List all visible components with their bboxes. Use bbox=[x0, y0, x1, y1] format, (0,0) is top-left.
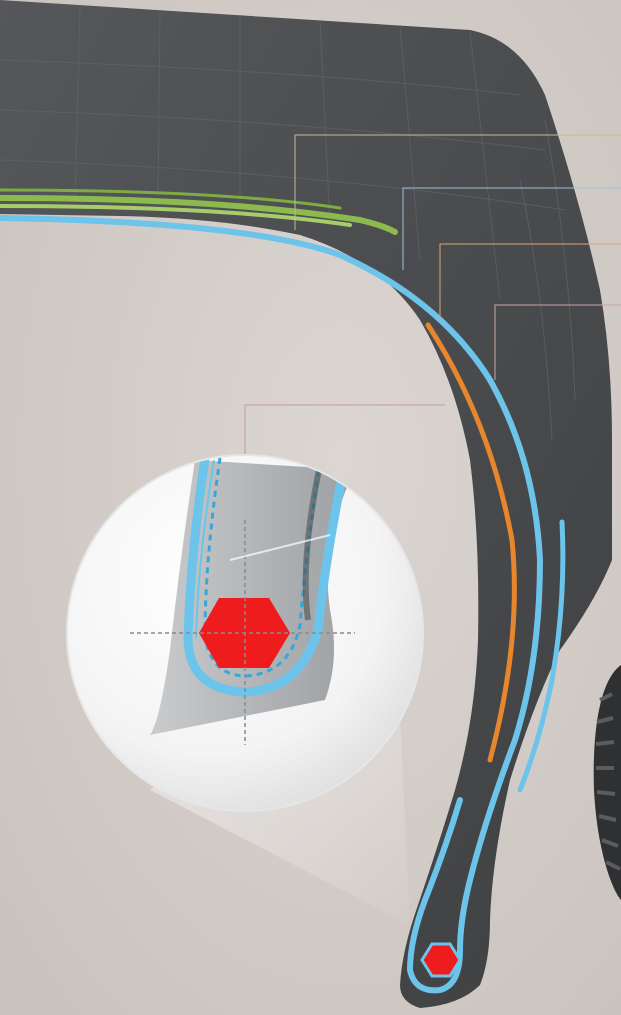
bead-magnifier bbox=[67, 455, 423, 811]
bead-core bbox=[422, 944, 460, 976]
